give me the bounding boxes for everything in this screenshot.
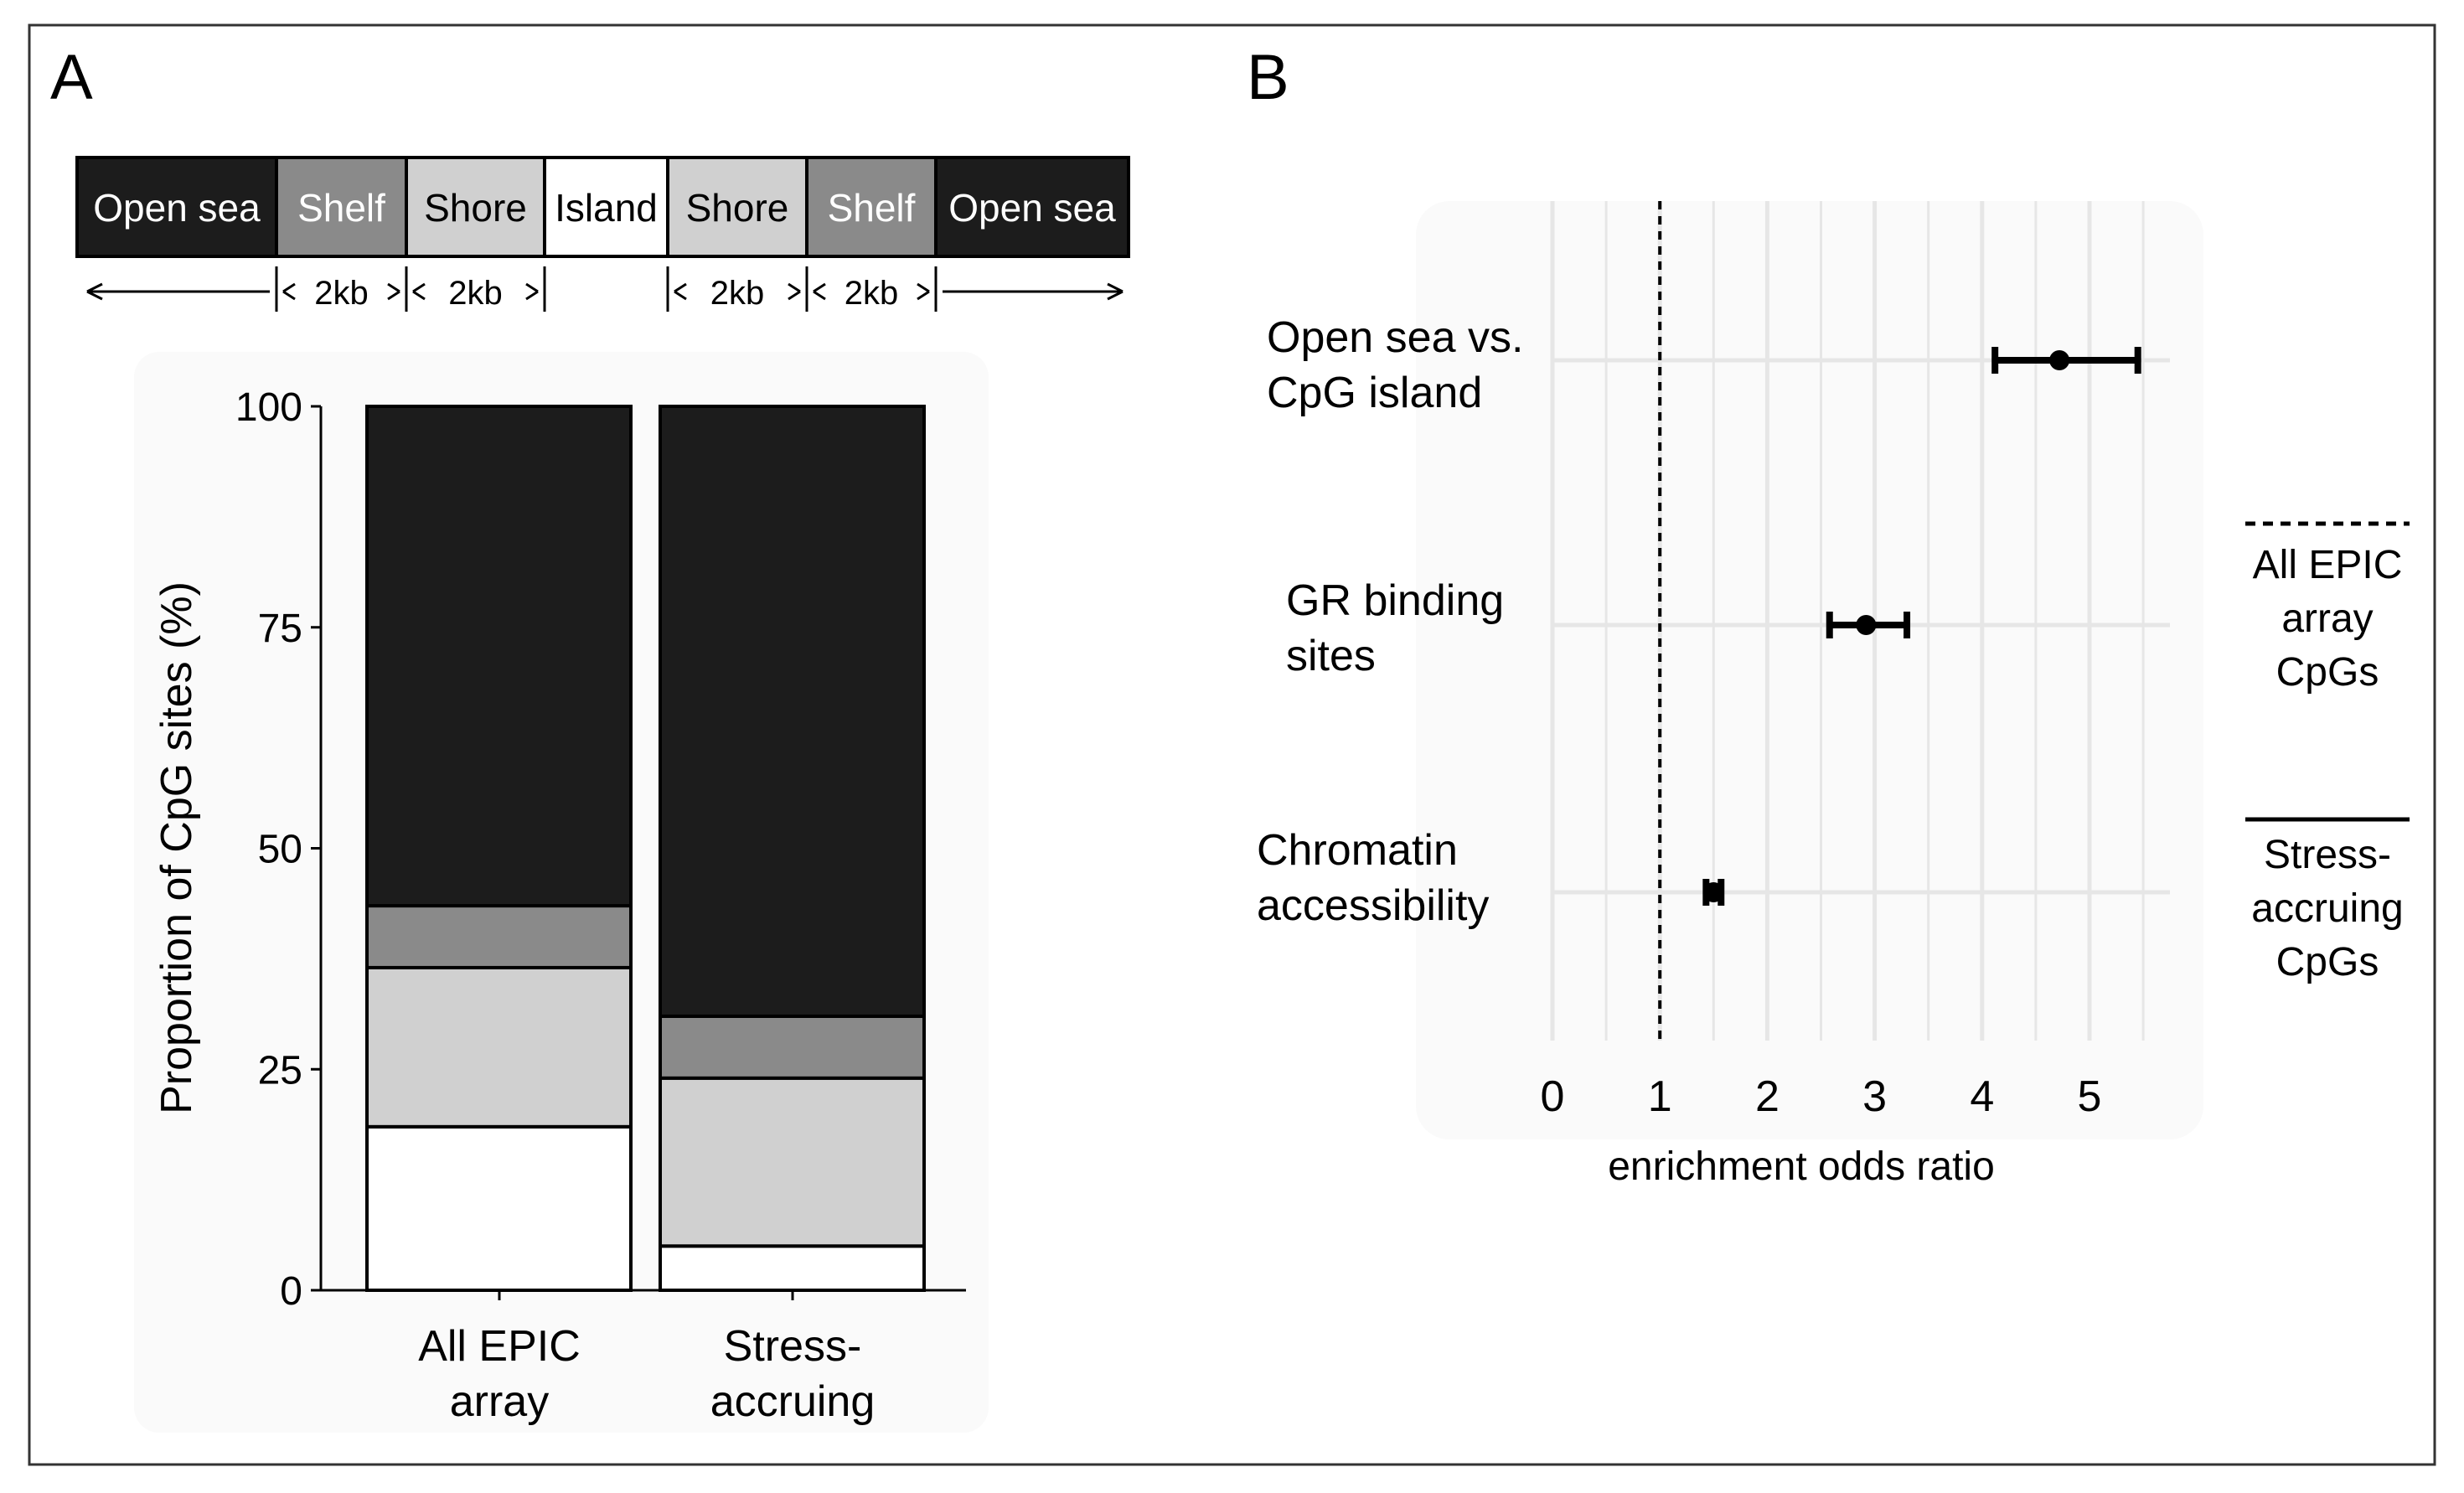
- bar-segment-open_sea: [659, 405, 926, 1018]
- legend-label: Stress-: [2264, 833, 2391, 877]
- span-label: 2kb: [710, 275, 765, 312]
- estimate-point: [2049, 350, 2070, 370]
- region-open_sea-segment: [934, 156, 1130, 258]
- x-axis-title: enrichment odds ratio: [1608, 1144, 1995, 1189]
- legend-label: CpGs: [2276, 940, 2379, 984]
- estimate-point: [1856, 615, 1877, 635]
- cpg-region-diagram: Open sea Shelf Shore Island Shore Shelf Open s…: [75, 156, 1130, 312]
- x-tick-label: 4: [1970, 1072, 1994, 1121]
- region-shore-segment: [666, 156, 808, 258]
- row-label: sites: [1286, 632, 1376, 680]
- odds-chart-background: [1416, 201, 2203, 1139]
- span-arrow-right-icon: [917, 282, 930, 301]
- x-category-label: Stress-: [724, 1322, 862, 1371]
- panel-a-label: A: [50, 42, 93, 113]
- legend-label: array: [2281, 597, 2373, 641]
- x-tick-label: 1: [1648, 1072, 1672, 1121]
- bar-segment-island: [365, 1124, 633, 1292]
- y-tick-label: 75: [258, 607, 302, 651]
- row-label: CpG island: [1267, 369, 1482, 417]
- span-label: 2kb: [845, 275, 899, 312]
- bar-segment-shore: [659, 1076, 926, 1248]
- region-segment-label: Island: [555, 186, 658, 230]
- bar-segment-shore: [365, 965, 633, 1129]
- y-tick-label: 0: [280, 1269, 302, 1314]
- region-shelf-segment: [275, 156, 408, 258]
- estimate-point: [1703, 882, 1724, 902]
- y-tick-label: 50: [258, 828, 302, 872]
- span-arrow-left-icon: [412, 282, 426, 301]
- span-label: 2kb: [448, 275, 503, 312]
- region-island-segment: [543, 156, 669, 258]
- region-segment-label: Shore: [424, 186, 527, 230]
- span-arrow-right-icon: [525, 282, 539, 301]
- x-tick-label: 3: [1862, 1072, 1887, 1121]
- region-open_sea-segment: [75, 156, 278, 258]
- span-arrow-left-icon: [674, 282, 687, 301]
- bar-segment-shelf: [659, 1014, 926, 1080]
- row-label: GR binding: [1286, 576, 1504, 625]
- bar-segment-open_sea: [365, 405, 633, 908]
- odds-ratio-chart: Open sea vs. CpG island GR binding sitesChr…: [1257, 201, 2203, 1189]
- region-segment-label: Open sea: [93, 186, 261, 230]
- region-segment-label: Shore: [686, 186, 789, 230]
- x-category-label: array: [450, 1377, 549, 1426]
- span-label: 2kb: [314, 275, 369, 312]
- region-segment-label: Shelf: [828, 186, 916, 230]
- arrow-right-icon: [1107, 282, 1124, 301]
- row-label: Open sea vs.: [1267, 313, 1523, 362]
- span-arrow-right-icon: [387, 282, 400, 301]
- x-category-label: All EPIC: [418, 1322, 581, 1371]
- y-tick-label: 25: [258, 1048, 302, 1093]
- row-label: Chromatin: [1257, 826, 1458, 875]
- x-tick-label: 5: [2078, 1072, 2102, 1121]
- x-category-label: accruing: [710, 1377, 876, 1426]
- span-arrow-left-icon: [813, 282, 826, 301]
- region-segment-label: Open sea: [948, 186, 1116, 230]
- region-shelf-segment: [805, 156, 938, 258]
- legend-label: All EPIC: [2253, 543, 2403, 587]
- row-label: accessibility: [1257, 881, 1489, 930]
- bar-segment-island: [659, 1244, 926, 1292]
- arrow-left-icon: [86, 282, 103, 301]
- x-tick-label: 2: [1755, 1072, 1780, 1121]
- y-axis-title: Proportion of CpG sites (%): [152, 581, 201, 1114]
- bar-segment-shelf: [365, 904, 633, 969]
- region-shore-segment: [405, 156, 546, 258]
- span-arrow-left-icon: [282, 282, 296, 301]
- y-tick-label: 100: [235, 385, 302, 430]
- legend-label: CpGs: [2276, 650, 2379, 695]
- region-segment-label: Shelf: [297, 186, 385, 230]
- panel-b-label: B: [1247, 42, 1289, 113]
- legend-label: accruing: [2251, 886, 2403, 931]
- span-arrow-right-icon: [788, 282, 801, 301]
- x-tick-label: 0: [1541, 1072, 1565, 1121]
